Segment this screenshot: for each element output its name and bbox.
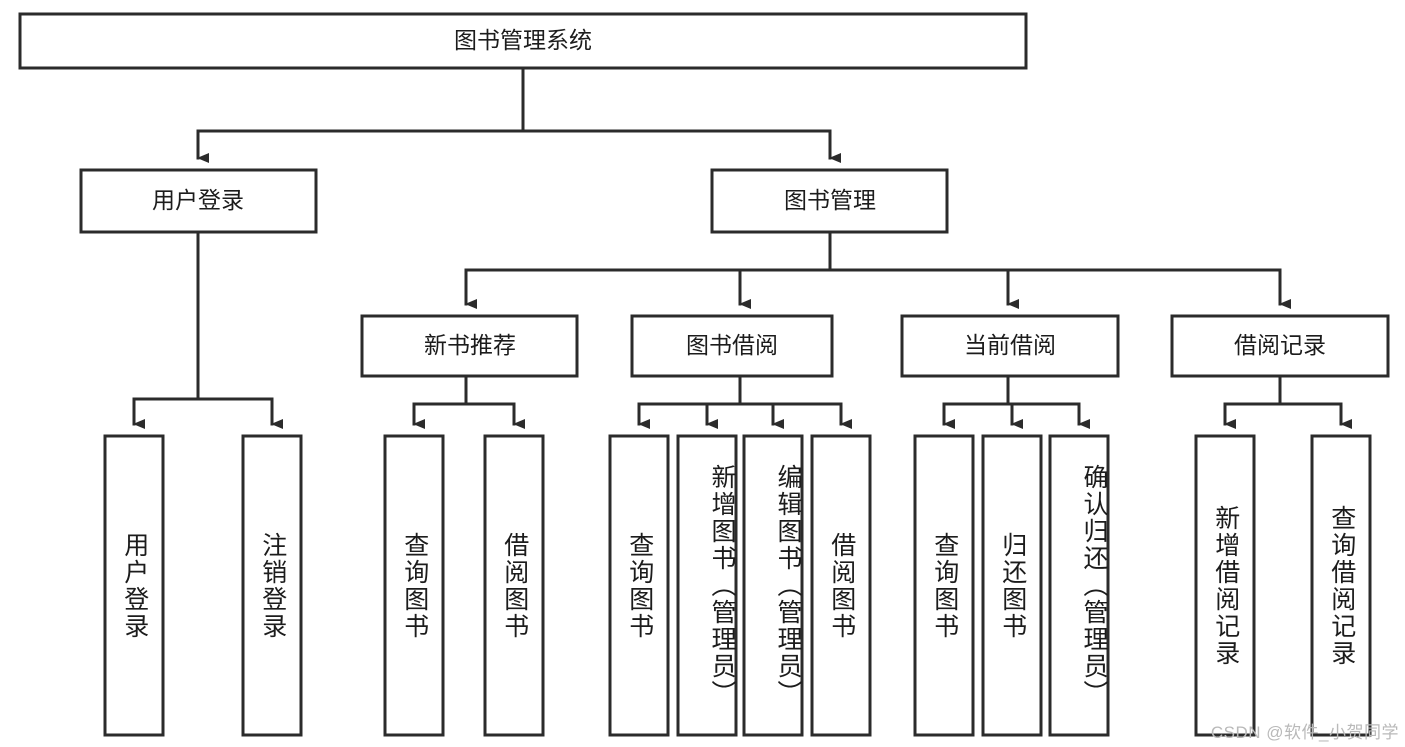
node-leaf-user-login-box[interactable]: [103, 434, 165, 737]
node-current-borrow-label: 当前借阅: [964, 332, 1056, 358]
node-leaf-add-book-box[interactable]: [676, 434, 738, 737]
node-root-label: 图书管理系统: [454, 27, 592, 53]
node-borrow-record[interactable]: 借阅记录: [1170, 314, 1390, 378]
node-book-manage[interactable]: 图书管理: [710, 168, 949, 234]
node-root[interactable]: 图书管理系统: [18, 12, 1028, 70]
node-user-login-label: 用户登录: [152, 187, 244, 213]
node-leaf-borrow-book-1-box[interactable]: [483, 434, 545, 737]
connector-group-user-login: [132, 230, 283, 429]
node-new-book-recommend[interactable]: 新书推荐: [360, 314, 579, 378]
node-book-manage-label: 图书管理: [784, 187, 876, 213]
connector-group-book-manage: [464, 230, 1291, 309]
node-leaf-add-record-box[interactable]: [1194, 434, 1256, 737]
node-user-login[interactable]: 用户登录: [79, 168, 318, 234]
node-leaf-query-book-3-box[interactable]: [913, 434, 975, 737]
node-borrow-record-box[interactable]: [1170, 314, 1390, 378]
node-new-book-recommend-box[interactable]: [360, 314, 579, 378]
node-book-borrow-box[interactable]: [630, 314, 834, 378]
node-leaf-confirm-return-box[interactable]: [1048, 434, 1110, 737]
node-leaf-return-book-box[interactable]: [981, 434, 1043, 737]
node-leaf-edit-book-box[interactable]: [742, 434, 804, 737]
connector-group-root: [196, 66, 841, 163]
node-leaf-query-book-1-box[interactable]: [383, 434, 445, 737]
connector-group-new-book-recommend: [412, 374, 525, 429]
node-new-book-recommend-label: 新书推荐: [424, 332, 516, 358]
node-current-borrow-box[interactable]: [900, 314, 1120, 378]
connector-group-book-borrow: [637, 374, 852, 429]
connector-group-borrow-record: [1223, 374, 1352, 429]
node-leaf-logout-box[interactable]: [241, 434, 303, 737]
node-borrow-record-label: 借阅记录: [1234, 332, 1326, 358]
connector-group-current-borrow: [942, 374, 1090, 429]
node-book-borrow-label: 图书借阅: [686, 332, 778, 358]
node-book-borrow[interactable]: 图书借阅: [630, 314, 834, 378]
node-user-login-box[interactable]: [79, 168, 318, 234]
node-root-box[interactable]: [18, 12, 1028, 70]
node-leaf-borrow-book-2-box[interactable]: [810, 434, 872, 737]
node-leaf-query-book-2-box[interactable]: [608, 434, 670, 737]
node-book-manage-box[interactable]: [710, 168, 949, 234]
node-current-borrow[interactable]: 当前借阅: [900, 314, 1120, 378]
node-leaf-query-record-box[interactable]: [1310, 434, 1372, 737]
